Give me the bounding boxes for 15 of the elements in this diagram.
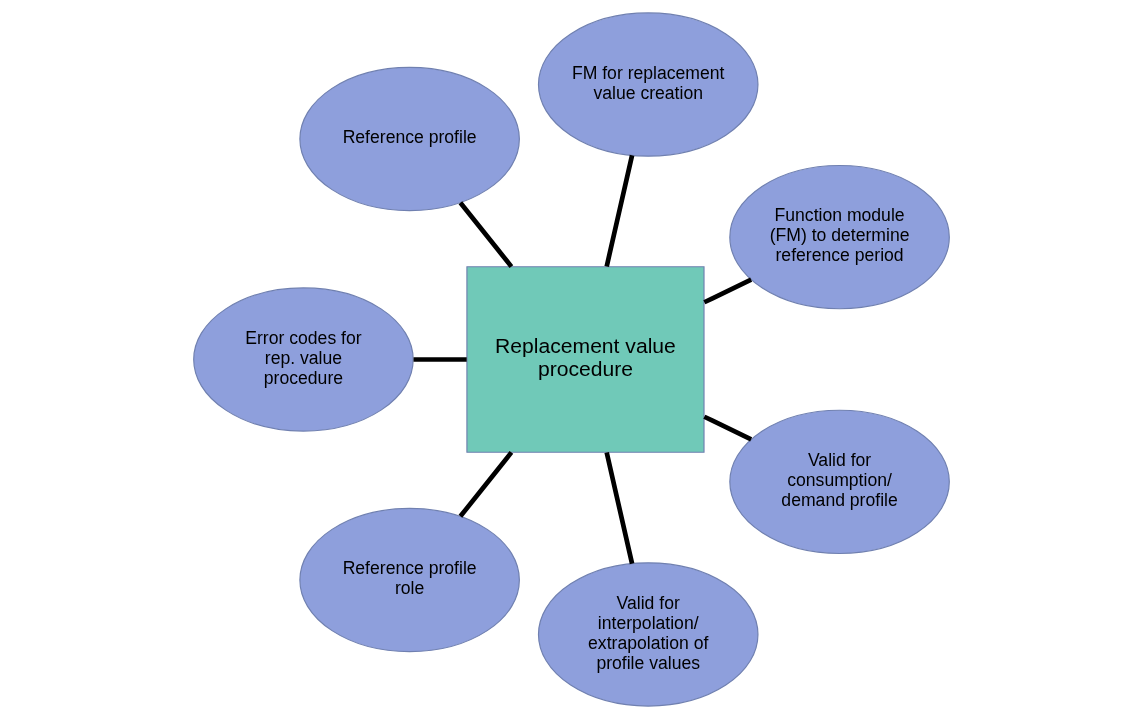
node-ellipse: Reference profile role	[299, 507, 520, 653]
node-box: Replacement value procedure	[466, 266, 705, 453]
connector	[604, 154, 635, 267]
connector	[703, 277, 753, 305]
node-ellipse: Function module (FM) to determine reference period	[729, 164, 950, 310]
connector	[703, 414, 753, 442]
connector	[458, 201, 514, 269]
connector	[604, 452, 635, 565]
node-ellipse: FM for replacement value creation	[537, 12, 759, 157]
node-ellipse: Valid for interpolation/ extrapolation of profile values	[537, 562, 759, 707]
node-ellipse: Valid for consumption/ demand profile	[729, 409, 950, 555]
node-ellipse: Reference profile	[299, 66, 520, 212]
node-ellipse: Error codes for rep. value procedure	[193, 287, 414, 432]
connector	[458, 450, 514, 518]
connector	[413, 357, 467, 362]
